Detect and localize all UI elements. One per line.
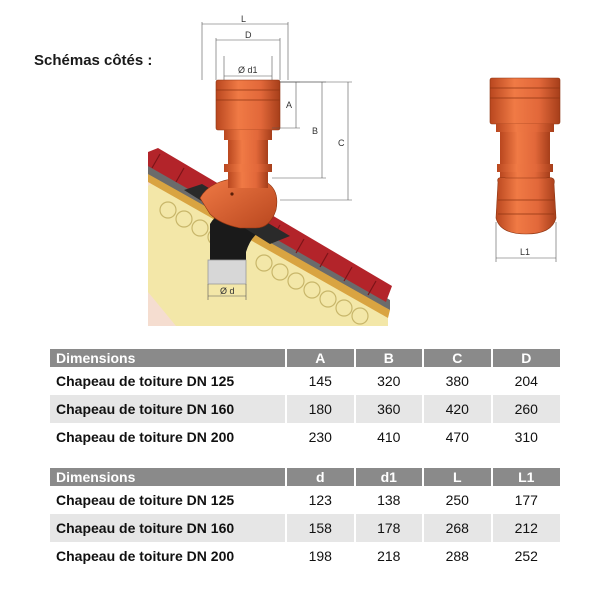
cell-value: 158 [286, 514, 356, 542]
header-d1: d1 [354, 468, 424, 486]
cell-value: 320 [354, 367, 424, 395]
side-elbow [495, 177, 557, 235]
dim-label-L: L [241, 14, 246, 24]
cell-value: 360 [354, 395, 424, 423]
row-label: Chapeau de toiture DN 160 [50, 514, 287, 542]
cell-value: 198 [286, 542, 356, 570]
header-L1: L1 [491, 468, 560, 486]
cell-value: 218 [354, 542, 424, 570]
header-L: L [423, 468, 493, 486]
row-label: Chapeau de toiture DN 125 [50, 486, 287, 514]
cell-value: 123 [286, 486, 356, 514]
roof-cap-diagram: L D Ø d1 A B C Ø d [148, 14, 392, 326]
table-row: Chapeau de toiture DN 160 158 178 268 21… [50, 514, 560, 542]
table-header-row: Dimensions A B C D [50, 349, 560, 367]
dim-label-A: A [286, 100, 292, 110]
header-d: d [286, 468, 356, 486]
dim-label-C: C [338, 138, 345, 148]
cap-elbow [199, 177, 278, 229]
cell-value: 178 [354, 514, 424, 542]
row-label: Chapeau de toiture DN 160 [50, 395, 287, 423]
cell-value: 410 [354, 423, 424, 451]
header-D: D [491, 349, 560, 367]
cap-top-collar [215, 79, 281, 131]
cell-value: 288 [423, 542, 493, 570]
cell-value: 310 [514, 429, 538, 445]
dimensions-table-diameters: Dimensions d d1 L L1 Chapeau de toiture … [50, 468, 560, 570]
cell-value: 138 [354, 486, 424, 514]
header-B: B [354, 349, 424, 367]
cell-value: 180 [286, 395, 356, 423]
row-label: Chapeau de toiture DN 125 [50, 367, 287, 395]
dim-label-d: Ø d [220, 286, 235, 296]
cap-pipe-upper [224, 130, 272, 140]
header-dimensions: Dimensions [50, 349, 287, 367]
header-dimensions: Dimensions [50, 468, 287, 486]
cell-value: 145 [286, 367, 356, 395]
dim-label-D: D [245, 30, 252, 40]
side-top-collar [489, 77, 561, 125]
cell-value: 177 [514, 492, 538, 508]
cell-value: 204 [514, 373, 538, 389]
cell-value: 420 [423, 395, 493, 423]
table-row: Chapeau de toiture DN 125 123 138 250 17… [50, 486, 560, 514]
table-header-row: Dimensions d d1 L L1 [50, 468, 560, 486]
diagrams-heading: Schémas côtés : [34, 52, 153, 69]
table-row: Chapeau de toiture DN 200 198 218 288 25… [50, 542, 560, 570]
bottom-adapter [207, 259, 247, 285]
dim-label-L1: L1 [520, 247, 530, 257]
table-row: Chapeau de toiture DN 160 180 360 420 26… [50, 395, 560, 423]
table-row: Chapeau de toiture DN 125 145 320 380 20… [50, 367, 560, 395]
cell-value: 260 [491, 395, 560, 423]
cap-pipe-bottom-ring [224, 164, 272, 172]
cell-value: 380 [423, 367, 493, 395]
insulation-coils [159, 201, 369, 325]
dim-label-d1: Ø d1 [238, 65, 258, 75]
cell-value: 250 [423, 486, 493, 514]
cell-value: 252 [514, 548, 538, 564]
header-C: C [423, 349, 493, 367]
cell-value: 470 [423, 423, 493, 451]
dim-label-B: B [312, 126, 318, 136]
elbow-screw [230, 192, 234, 196]
header-A: A [286, 349, 356, 367]
table-row: Chapeau de toiture DN 200 230 410 470 31… [50, 423, 560, 451]
cell-value: 230 [286, 423, 356, 451]
roof-cap-side-view: L1 [489, 77, 561, 262]
cell-value: 268 [423, 514, 493, 542]
row-label: Chapeau de toiture DN 200 [50, 542, 287, 570]
side-pipe-ring [497, 164, 553, 172]
row-label: Chapeau de toiture DN 200 [50, 423, 287, 451]
side-pipe-upper [496, 124, 554, 132]
cell-value: 212 [491, 514, 560, 542]
dimensions-table-abcd: Dimensions A B C D Chapeau de toiture DN… [50, 349, 560, 451]
